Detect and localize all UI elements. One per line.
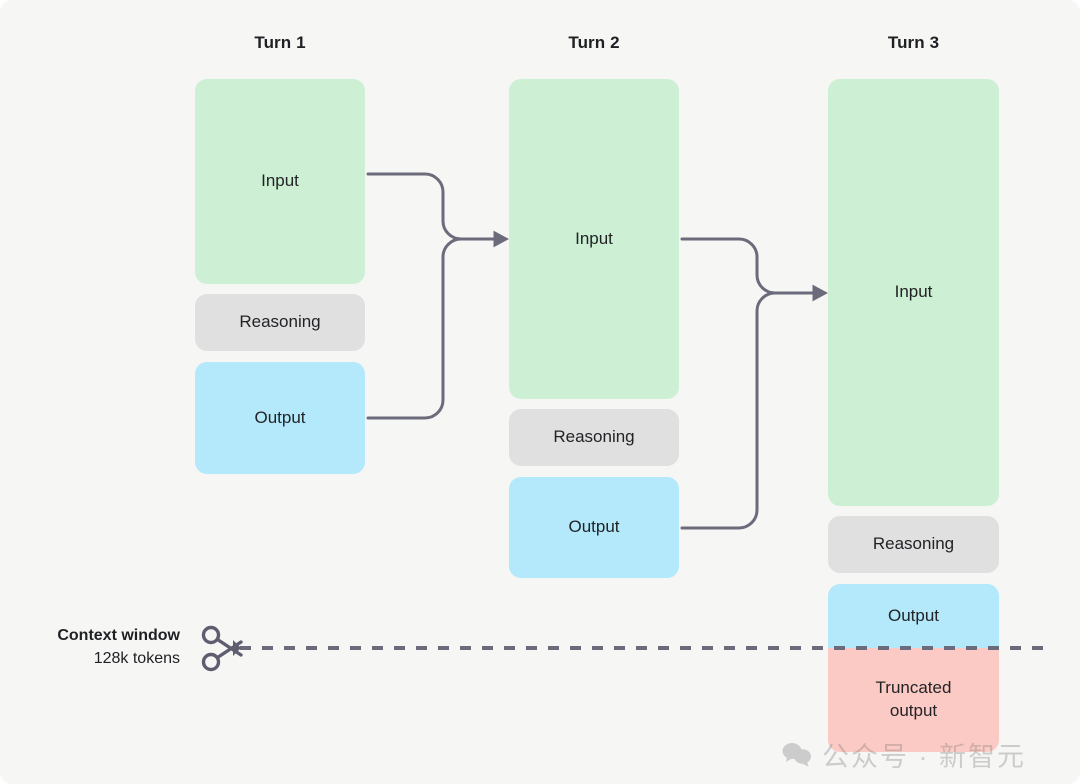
connector-turn2-to-turn3 [680,237,777,530]
turn-title-2: Turn 2 [568,33,620,52]
context-window-tokens: 128k tokens [93,650,180,668]
turn3-output-block: Output [828,584,999,648]
scissors-icon [201,625,243,672]
turn-title-3: Turn 3 [887,33,940,52]
context-window-title: Context window [57,627,180,644]
turn-title-1: Turn 1 [254,33,306,52]
turn2-reasoning-block: Reasoning [509,409,679,466]
turn2-output-block: Output [509,477,679,578]
turn3-input-block: Input [828,79,999,506]
turn1-input-block: Input [195,79,365,284]
turn3-reasoning-block: Reasoning [828,516,999,573]
turn1-output-block: Output [195,362,365,474]
context-window-label: Context window 128k tokens [10,624,180,670]
connector-turn1-to-turn2 [366,172,463,420]
turn1-reasoning-block: Reasoning [195,294,365,351]
wechat-icon [782,742,811,766]
turn2-input-block: Input [509,79,679,399]
